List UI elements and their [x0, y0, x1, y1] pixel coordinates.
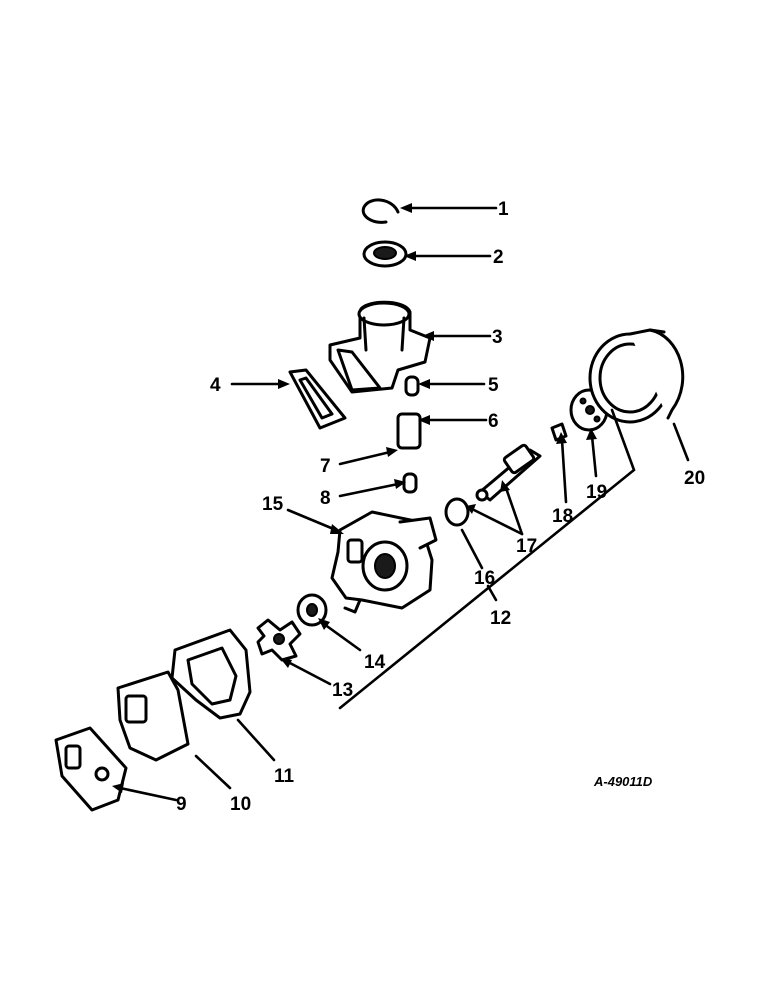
callout-8: 8: [320, 488, 331, 509]
part-slinger: [444, 497, 470, 527]
leader-1: [400, 203, 498, 213]
callout-12: 12: [490, 608, 511, 629]
part-cover-plate: [116, 670, 190, 762]
part-elbow-housing: [328, 300, 432, 394]
callout-19: 19: [586, 482, 607, 503]
callout-13: 13: [332, 680, 353, 701]
leader-9: [112, 783, 178, 802]
part-end-gasket: [54, 726, 128, 812]
part-plug: [402, 472, 418, 494]
part-snap-ring: [361, 198, 400, 224]
leader-19: [586, 428, 598, 478]
part-pin: [404, 375, 420, 397]
callout-4: 4: [210, 375, 221, 396]
leader-15: [286, 508, 344, 534]
callout-15: 15: [262, 494, 284, 515]
leader-13: [280, 658, 332, 686]
part-gasket-plate: [170, 628, 252, 720]
part-impeller: [256, 618, 302, 662]
leader-5: [418, 379, 486, 389]
part-pump-body: [330, 510, 438, 614]
leader-3: [422, 331, 492, 341]
part-shaft: [475, 443, 542, 502]
callout-9: 9: [176, 794, 187, 815]
part-bearing: [296, 593, 328, 627]
leader-11: [236, 718, 276, 762]
part-spring: [396, 412, 422, 450]
callout-17: 17: [516, 536, 537, 557]
leader-4: [230, 379, 290, 389]
part-gasket-triangle: [288, 368, 347, 430]
part-seal: [362, 240, 408, 268]
callout-1: 1: [498, 199, 509, 220]
callout-14: 14: [364, 652, 386, 673]
drawing-number: A-49011D: [593, 774, 653, 789]
callout-20: 20: [684, 468, 705, 489]
callout-7: 7: [320, 456, 331, 477]
leader-18: [556, 432, 568, 504]
callout-2: 2: [493, 247, 504, 268]
leader-7: [338, 447, 398, 466]
callout-5: 5: [488, 375, 499, 396]
callout-11: 11: [274, 766, 295, 787]
leader-17: [466, 480, 524, 536]
callout-6: 6: [488, 411, 499, 432]
leader-8: [338, 479, 406, 498]
assembly-12-bracket: [338, 408, 636, 710]
callout-18: 18: [552, 506, 573, 527]
callout-3: 3: [492, 327, 503, 348]
leader-10: [194, 754, 232, 790]
leader-2: [404, 251, 492, 261]
part-pulley: [588, 328, 685, 424]
callout-16: 16: [474, 568, 495, 589]
leader-20: [672, 422, 690, 462]
leader-14: [318, 618, 362, 652]
leader-16: [460, 528, 484, 570]
leader-6: [418, 415, 488, 425]
callout-10: 10: [230, 794, 251, 815]
